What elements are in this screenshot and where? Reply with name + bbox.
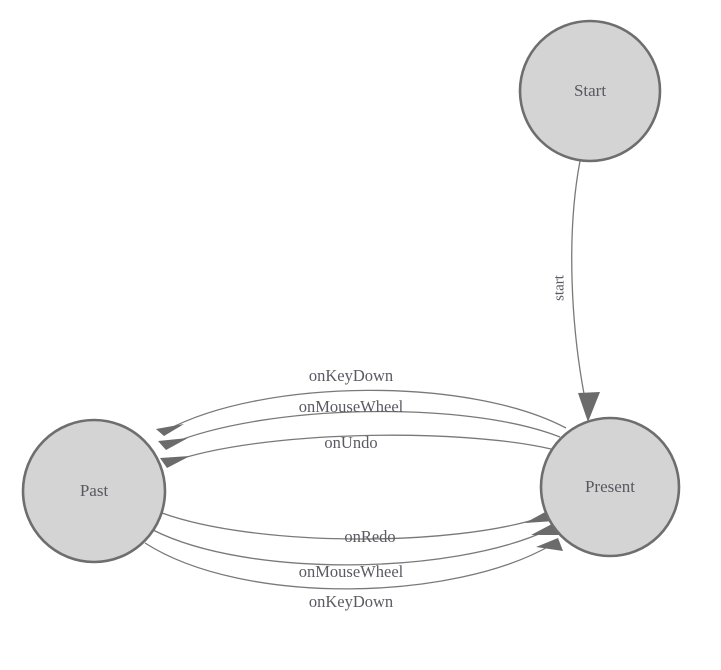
arrowhead-icon	[156, 424, 184, 436]
arrowhead-icon	[578, 392, 600, 422]
edge-label-e-past-present-1: onRedo	[344, 527, 395, 546]
node-start[interactable]: Start	[518, 19, 662, 163]
edge-path	[161, 512, 544, 540]
arrowhead-icon	[160, 456, 190, 468]
node-label-present: Present	[585, 477, 635, 496]
edge-label-e-past-present-3: onKeyDown	[309, 592, 393, 611]
edge-label-e-present-past-3: onUndo	[324, 433, 377, 452]
arrowhead-icon	[531, 524, 559, 535]
edge-path	[166, 389, 567, 431]
edge-path	[169, 410, 561, 445]
edge-label-e-past-present-2: onMouseWheel	[299, 562, 404, 581]
edge-path	[571, 160, 587, 405]
edge-label-e-present-past-2: onMouseWheel	[299, 397, 404, 416]
edge-labels-layer: start onKeyDown onMouseWheel onUndo onRedo on…	[299, 274, 568, 611]
node-label-past: Past	[80, 481, 109, 500]
edge-e-past-present-3[interactable]	[144, 538, 563, 590]
edge-path	[152, 529, 549, 566]
edge-label-e-start-present: start	[551, 274, 567, 301]
edge-e-start-present[interactable]	[571, 160, 600, 422]
node-present[interactable]: Present	[539, 416, 681, 558]
edge-e-past-present-2[interactable]	[152, 524, 559, 566]
node-circle-start	[518, 19, 662, 163]
edge-path	[144, 542, 554, 590]
arrowhead-icon	[536, 538, 563, 551]
node-circle-present	[539, 416, 681, 558]
node-label-start: Start	[574, 81, 606, 100]
node-past[interactable]: Past	[21, 418, 167, 564]
node-circle-past	[21, 418, 167, 564]
arrowhead-icon	[158, 438, 188, 450]
edge-e-present-past-1[interactable]	[156, 389, 567, 436]
edge-label-e-present-past-1: onKeyDown	[309, 366, 393, 385]
edge-e-present-past-3[interactable]	[160, 434, 552, 468]
edge-e-present-past-2[interactable]	[158, 410, 561, 450]
edge-path	[170, 434, 552, 463]
